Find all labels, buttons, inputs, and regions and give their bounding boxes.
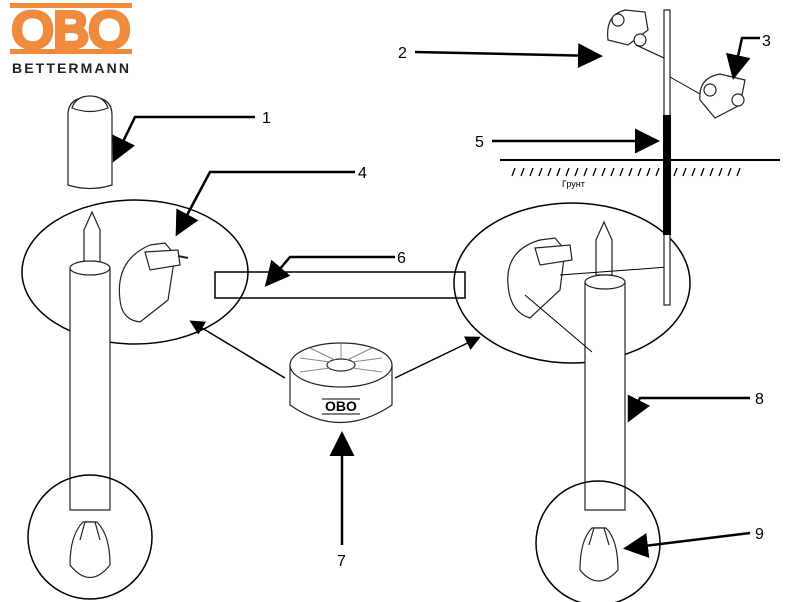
callout-1: 1 [262, 110, 271, 127]
earthing-rod [663, 9, 671, 306]
rod-clamp-left [118, 242, 189, 323]
clamp-right [699, 73, 746, 119]
protective-cap [67, 95, 113, 190]
ground-label: Грунт [562, 179, 585, 189]
svg-text:BETTERMANN: BETTERMANN [12, 60, 130, 76]
rod-clamp-right [507, 237, 573, 319]
callout-8: 8 [755, 391, 764, 408]
callout-4: 4 [358, 165, 367, 182]
svg-text:OBO: OBO [325, 398, 357, 414]
callout-2: 2 [398, 45, 407, 62]
clamp-top [607, 9, 649, 47]
ground-line [500, 159, 780, 177]
callout-6: 6 [397, 250, 406, 267]
callout-9: 9 [755, 526, 764, 543]
obo-logo: OBO BETTERMANN [10, 0, 133, 76]
right-rod [584, 220, 626, 511]
rod-tip-right [579, 527, 619, 582]
connection-box [214, 271, 466, 299]
callout-3: 3 [762, 33, 771, 50]
anti-corrosion-tablet: OBO [289, 342, 393, 423]
rod-tip-left [69, 521, 111, 579]
svg-text:OBO: OBO [12, 2, 130, 58]
callout-7: 7 [337, 553, 346, 570]
detail-circle-right [453, 202, 691, 364]
callout-arrows [112, 36, 760, 558]
callout-5: 5 [475, 134, 484, 151]
left-rod [69, 210, 111, 511]
detail-circle-bottom-left [27, 474, 153, 600]
